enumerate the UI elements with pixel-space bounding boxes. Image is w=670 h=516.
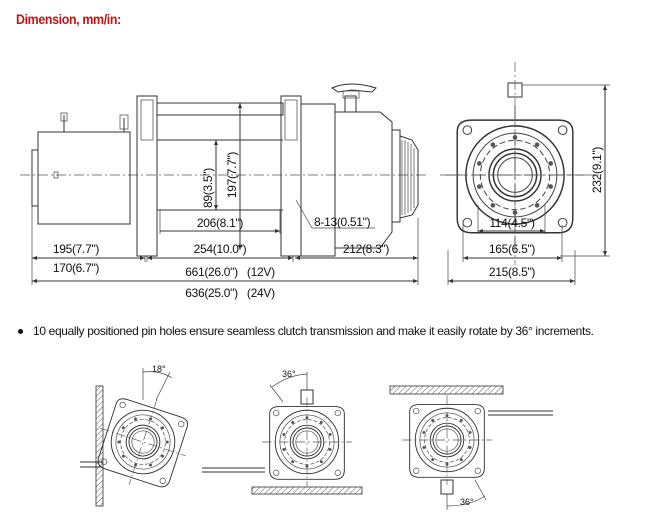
right-flange	[280, 95, 302, 257]
dim-bolt-spec: 8-13(0.51")	[314, 215, 371, 229]
dim-motor-24v: 170(6.7")	[53, 261, 100, 275]
dim-motor-12v: 195(7.7")	[53, 242, 100, 256]
bullet-icon	[18, 329, 23, 335]
dim-width: 215(8.5")	[489, 265, 536, 279]
dim-total-24v: 636(25.0") (24V)	[185, 286, 275, 300]
mounting-view-wall: 18°	[80, 364, 200, 507]
clutch-handle	[344, 95, 357, 112]
dim-bolt-outer: 165(6.5")	[489, 242, 536, 256]
tie-bar	[156, 102, 284, 116]
left-flange	[136, 95, 158, 257]
dim-drum-length: 206(8.1")	[197, 216, 244, 230]
dim-flange-diameter: 197(7.7")	[225, 152, 239, 199]
dim-drum-diameter: 89(3.5")	[201, 168, 215, 208]
wall	[95, 385, 104, 507]
ceiling	[389, 385, 504, 395]
section-title: Dimension, mm/in:	[16, 12, 121, 27]
dim-height: 232(9.1")	[590, 147, 604, 194]
mounting-view-floor: 36°	[202, 369, 363, 495]
mounting-view-ceiling: 36°	[389, 385, 553, 510]
dim-drum-section: 254(10.0")	[194, 242, 247, 256]
dim-bolt-inner: 114(4.5")	[489, 216, 535, 230]
motor	[37, 131, 131, 225]
angle-label: 36°	[460, 497, 474, 507]
angle-label: 36°	[282, 369, 296, 379]
front-view: 232(9.1") 114(4.5") 165(6.5") 215(8.5")	[440, 62, 610, 285]
gearbox	[300, 103, 336, 257]
side-view: 89(3.5") 197(7.7") 206(8.1") 8-13(0.51")…	[20, 83, 428, 300]
floor	[251, 486, 363, 495]
dim-total-12v: 661(26.0") (12V)	[185, 265, 275, 279]
brake-fins	[399, 135, 419, 219]
feature-note-text: 10 equally positioned pin holes ensure s…	[33, 324, 594, 338]
feature-note: 10 equally positioned pin holes ensure s…	[18, 324, 594, 338]
angle-label: 18°	[152, 364, 166, 374]
dim-gearbox-section: 212(8.3")	[343, 242, 390, 256]
